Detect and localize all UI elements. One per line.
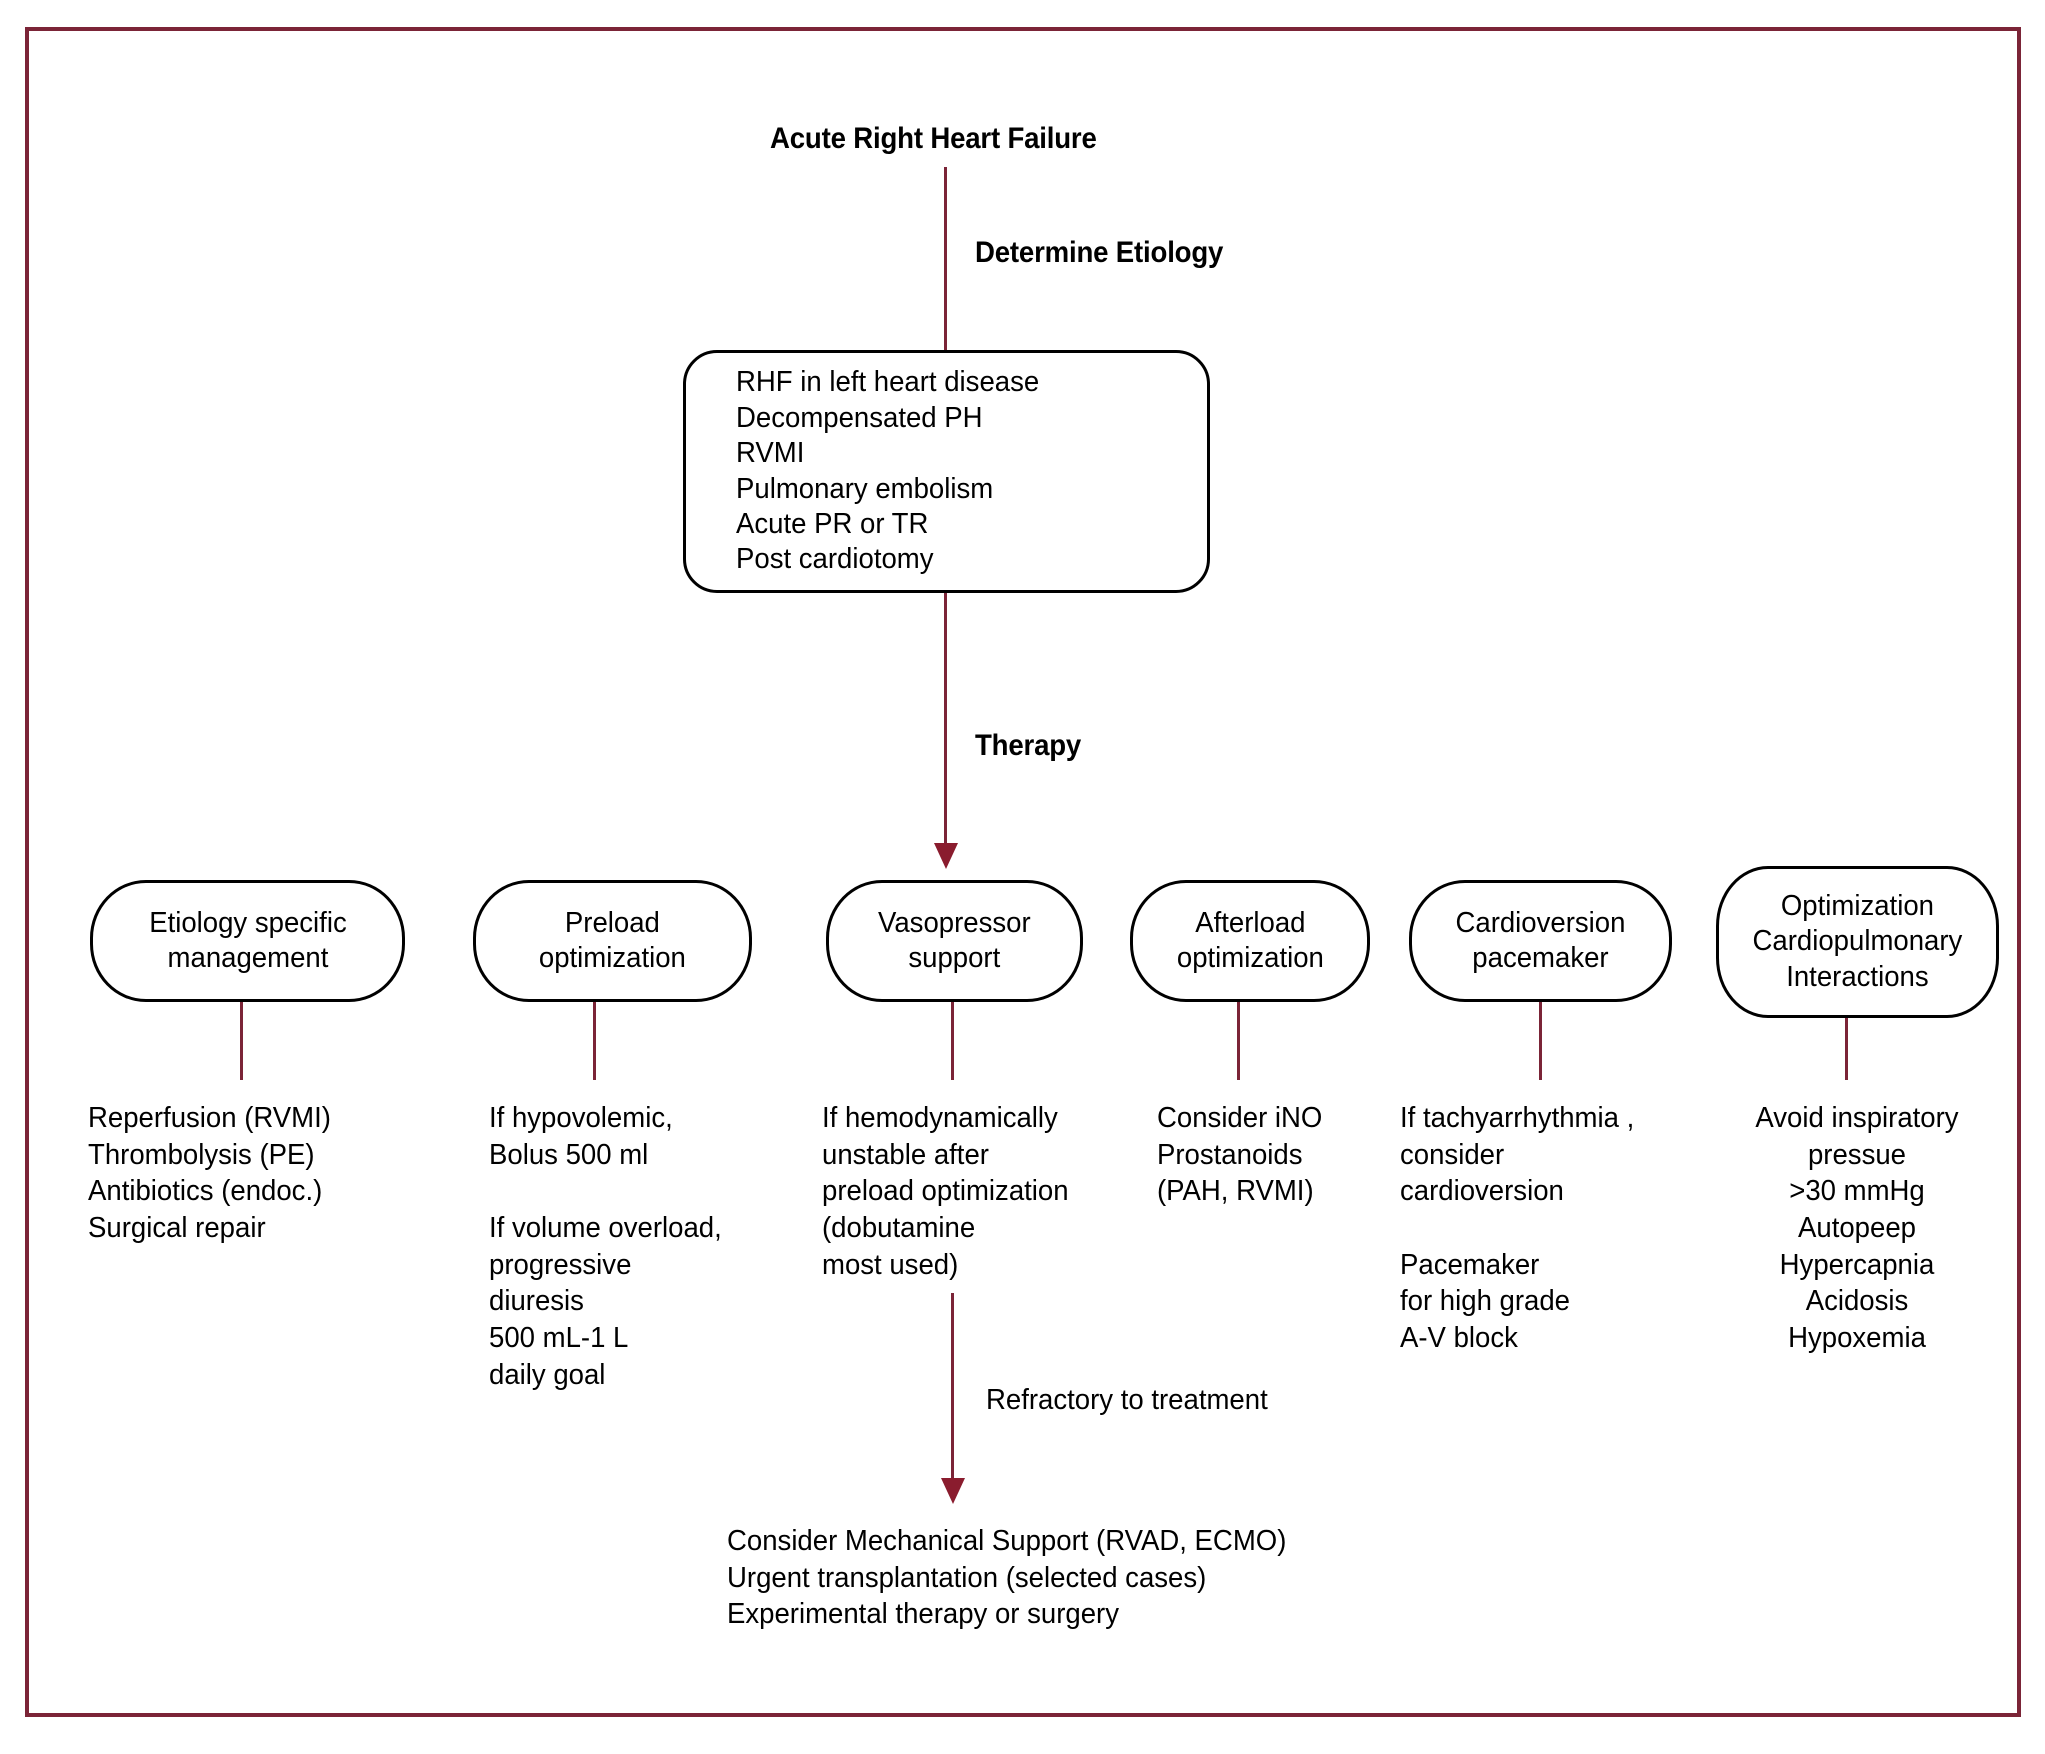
detail-column-cardioversion: If tachyarrhythmia , consider cardiovers… — [1400, 1102, 1635, 1355]
page-title: Acute Right Heart Failure — [770, 122, 1097, 155]
outcome-block-mechanical-support: Consider Mechanical Support (RVAD, ECMO)… — [727, 1525, 1287, 1631]
therapy-node-vasopressor-support[interactable]: Vasopressor support — [826, 880, 1083, 1002]
connector-stem-afterload — [1237, 1002, 1240, 1080]
connector-stem-preload — [593, 1002, 596, 1080]
therapy-node-label: Optimization Cardiopulmonary Interaction… — [1752, 889, 1963, 993]
therapy-node-label: Vasopressor support — [878, 906, 1031, 974]
connector-stem-optimization — [1845, 1018, 1848, 1080]
therapy-node-label: Afterload optimization — [1176, 906, 1324, 974]
detail-column-optimization: Avoid inspiratory pressue >30 mmHg Autop… — [1755, 1102, 1959, 1355]
step-label-therapy: Therapy — [975, 729, 1082, 762]
detail-column-etiology-specific: Reperfusion (RVMI) Thrombolysis (PE) Ant… — [88, 1102, 331, 1245]
therapy-node-afterload-optimization[interactable]: Afterload optimization — [1130, 880, 1370, 1002]
therapy-node-label: Cardioversion pacemaker — [1455, 906, 1626, 974]
etiology-box[interactable]: RHF in left heart disease Decompensated … — [683, 350, 1210, 593]
connector-stem-cardioversion — [1539, 1002, 1542, 1080]
therapy-node-label: Etiology specific management — [148, 906, 347, 974]
step-label-refractory: Refractory to treatment — [986, 1384, 1268, 1416]
connector-etiology-to-therapy — [944, 593, 947, 856]
detail-column-afterload: Consider iNO Prostanoids (PAH, RVMI) — [1157, 1102, 1323, 1208]
connector-title-to-etiology — [944, 167, 947, 350]
connector-stem-etiology-specific — [240, 1002, 243, 1080]
etiology-box-text: RHF in left heart disease Decompensated … — [736, 366, 1040, 576]
step-label-determine-etiology: Determine Etiology — [975, 236, 1224, 269]
connector-stem-vasopressor — [951, 1002, 954, 1080]
arrowhead-refractory — [941, 1478, 965, 1504]
therapy-node-label: Preload optimization — [538, 906, 687, 974]
therapy-node-preload-optimization[interactable]: Preload optimization — [473, 880, 752, 1002]
detail-column-preload: If hypovolemic, Bolus 500 ml If volume o… — [489, 1102, 722, 1391]
therapy-node-cardioversion-pacemaker[interactable]: Cardioversion pacemaker — [1409, 880, 1672, 1002]
therapy-node-optimization-cardiopulmonary-interactions[interactable]: Optimization Cardiopulmonary Interaction… — [1716, 866, 1999, 1018]
connector-vasopressor-to-outcome — [951, 1293, 954, 1491]
therapy-node-etiology-specific-management[interactable]: Etiology specific management — [90, 880, 405, 1002]
detail-column-vasopressor: If hemodynamically unstable after preloa… — [822, 1102, 1069, 1281]
arrowhead-therapy — [934, 843, 958, 869]
